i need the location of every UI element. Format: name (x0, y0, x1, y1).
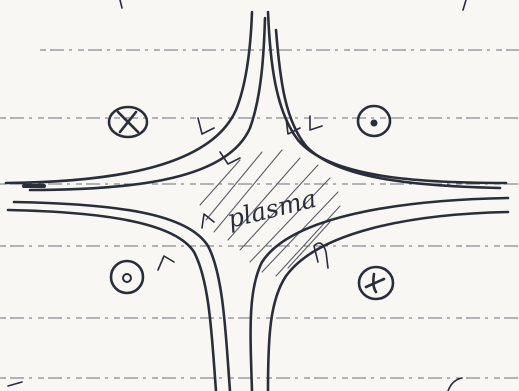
field-line-lower-right-inner (266, 210, 510, 391)
edge-mark (447, 377, 463, 391)
circle-icon (356, 104, 392, 138)
circle-icon (357, 265, 395, 301)
circle-icon (107, 105, 149, 139)
arrows (157, 115, 329, 271)
field-marker-lower-right (357, 265, 395, 301)
arrow-icon (197, 117, 215, 135)
field-line-upper-left-outer (4, 10, 254, 185)
edge-mark (7, 381, 23, 387)
edge-mark (462, 0, 467, 11)
field-marker-upper-left (107, 105, 149, 139)
arrow-icon (219, 151, 241, 165)
dot-icon (370, 119, 378, 127)
field-line-lower-right-outer (249, 196, 510, 391)
circle-icon (109, 259, 145, 295)
cross-icon (364, 272, 386, 294)
field-marker-lower-left (109, 259, 145, 295)
arrow-icon (313, 242, 329, 269)
ruled-lines (0, 49, 519, 379)
cross-icon (116, 110, 140, 134)
field-marker-upper-right (356, 104, 392, 138)
arrow-icon (201, 213, 215, 229)
arrow-icon (309, 115, 323, 131)
arrow-icon (157, 255, 175, 271)
dot-icon (122, 273, 132, 283)
field-line-lower-left-outer (12, 200, 232, 391)
field-line-lower-left-inner (6, 208, 218, 391)
edge-mark (119, 0, 123, 9)
arrow-icon (285, 117, 301, 135)
field-line-upper-right-inner (274, 28, 502, 190)
field-line-upper-left-inner (28, 16, 267, 192)
field-line-upper-right-outer (266, 10, 508, 185)
